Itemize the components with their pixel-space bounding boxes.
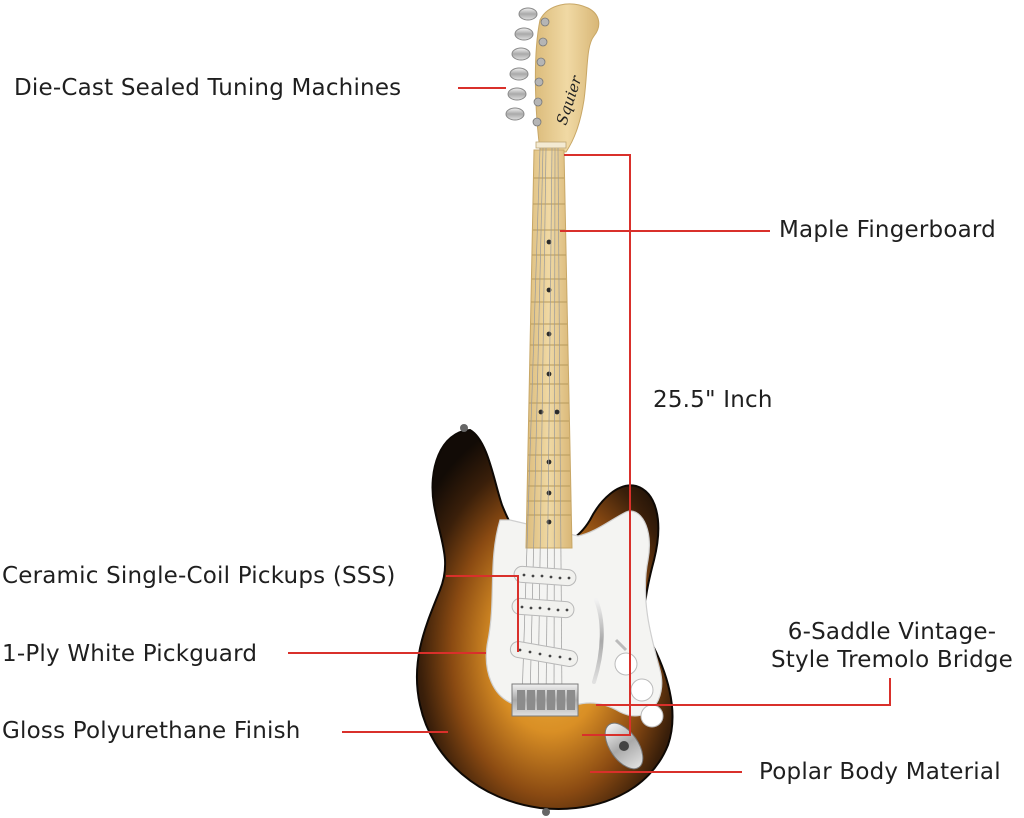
control-knobs (614, 652, 664, 728)
label-finish: Gloss Polyurethane Finish (2, 718, 301, 744)
headstock: Squier (505, 3, 600, 153)
label-tremolo-bridge-line1: 6-Saddle Vintage- (787, 619, 997, 645)
label-maple-fingerboard: Maple Fingerboard (779, 217, 996, 243)
leader-lines (288, 87, 891, 773)
label-pickguard: 1-Ply White Pickguard (2, 641, 258, 667)
tremolo-bridge (511, 683, 579, 717)
label-tremolo-bridge-line2: Style Tremolo Bridge (770, 647, 1014, 673)
single-coil-pickups (509, 565, 579, 668)
leader-bridge (596, 678, 891, 706)
label-pickups: Ceramic Single-Coil Pickups (SSS) (2, 563, 396, 589)
tuning-peg-icon (505, 7, 538, 121)
label-body-material: Poplar Body Material (759, 759, 1001, 785)
label-tuning-machines: Die-Cast Sealed Tuning Machines (14, 75, 402, 101)
leader-scale (564, 154, 631, 736)
leader-pickups (446, 575, 519, 652)
label-tremolo-bridge: 6-Saddle Vintage- Style Tremolo Bridge (760, 618, 1024, 674)
label-scale-length: 25.5" Inch (653, 387, 773, 413)
